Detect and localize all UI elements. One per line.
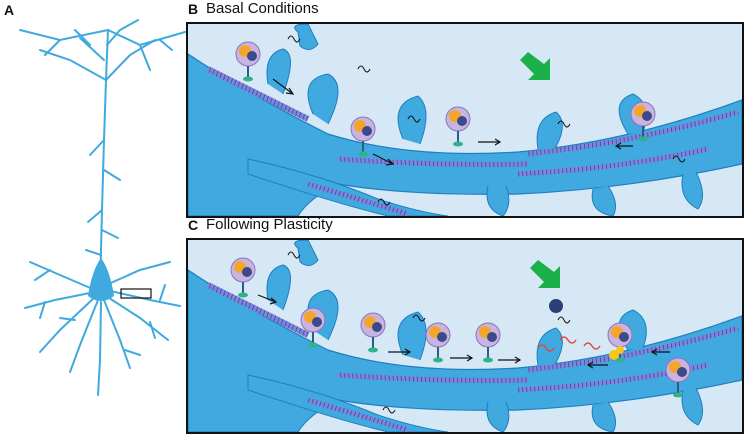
neuron-panel <box>0 18 190 433</box>
ribosome-icon <box>537 299 624 360</box>
following-plasticity-panel <box>186 238 744 434</box>
dendrite-plasticity-diagram <box>188 240 742 432</box>
soma <box>88 258 114 301</box>
dendrite-basal-diagram <box>188 24 742 216</box>
green-arrow-icon <box>520 52 550 80</box>
panel-a-letter: A <box>4 2 15 18</box>
panel-c-title: Following Plasticity <box>206 216 333 233</box>
basal-conditions-panel <box>186 22 744 218</box>
motor-protein-icon <box>257 294 670 369</box>
inset-box <box>120 288 152 299</box>
green-arrow-icon <box>530 260 560 288</box>
motor-protein-icon <box>272 78 633 166</box>
panel-b-title: Basal Conditions <box>206 0 319 17</box>
panel-b-letter: B <box>188 1 199 17</box>
neuron-icon <box>19 19 186 396</box>
panel-c-letter: C <box>188 217 199 233</box>
